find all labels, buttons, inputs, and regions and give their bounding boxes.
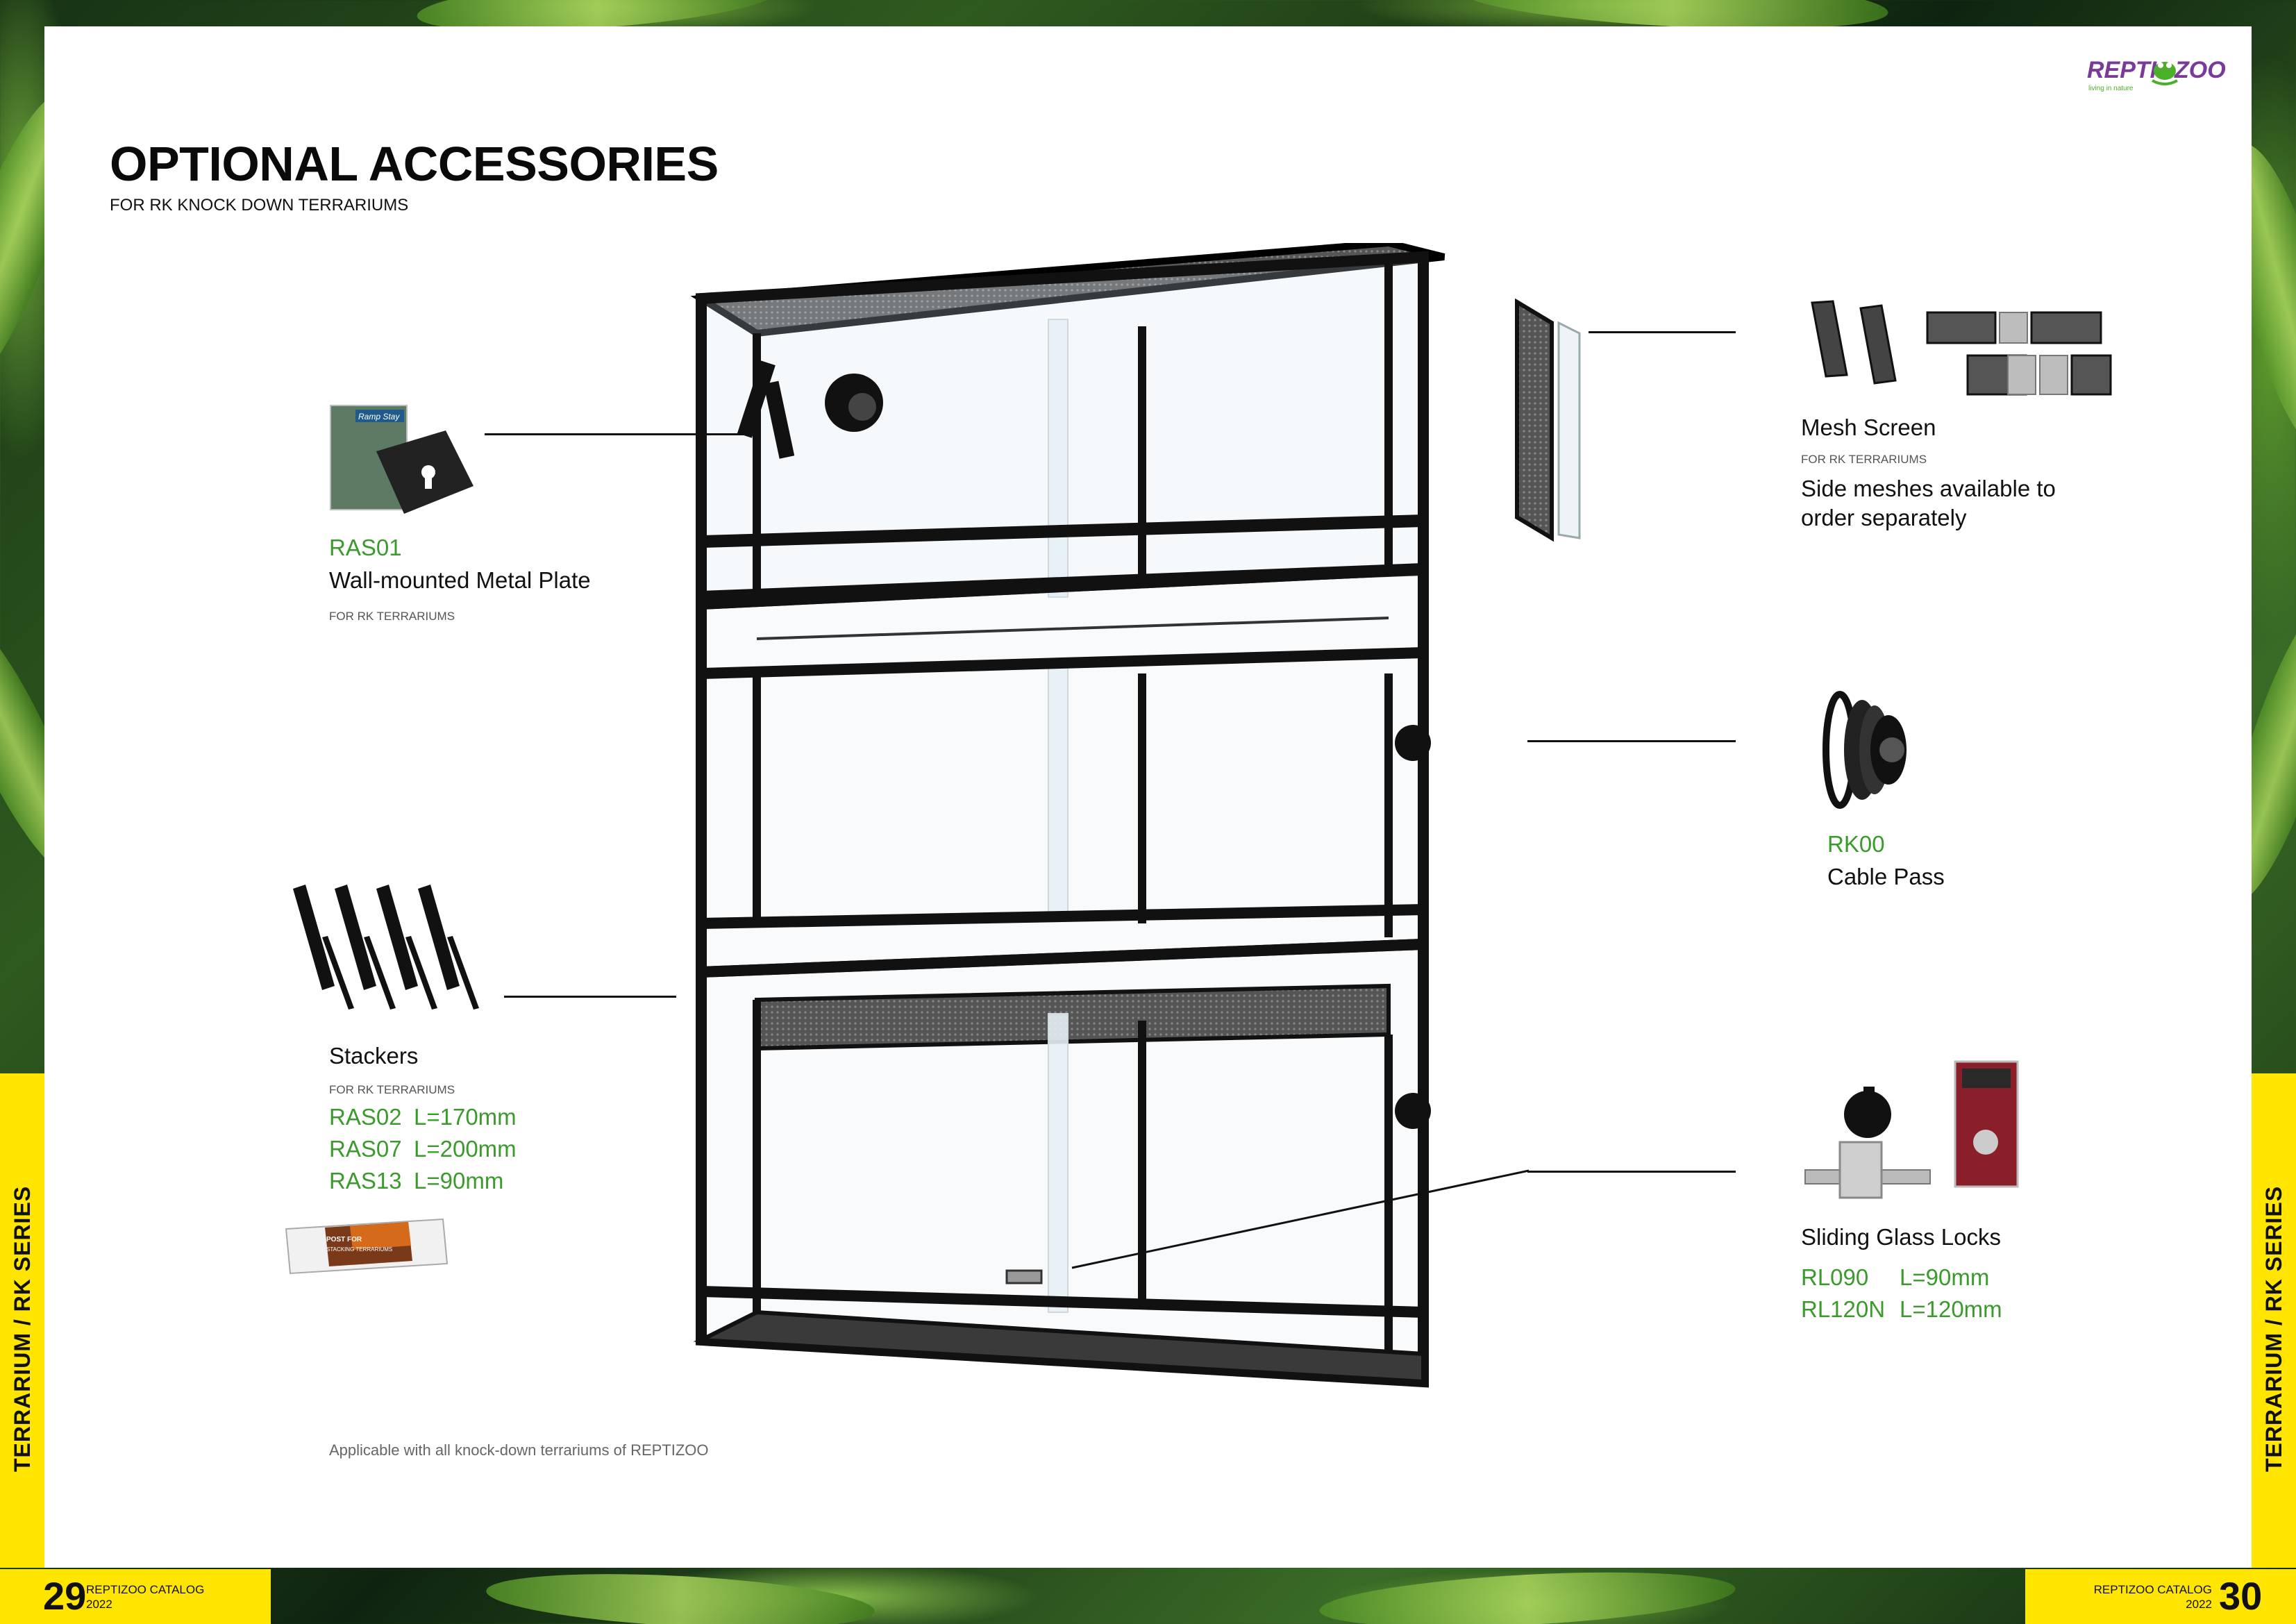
stackers-row-3-code: RAS13 bbox=[329, 1168, 402, 1194]
reptizoo-logo: REPTI ZOO living in nature bbox=[2083, 49, 2229, 97]
cable-pass-product-image bbox=[1822, 691, 1907, 809]
stackers-row-1-code: RAS02 bbox=[329, 1104, 402, 1130]
leader-line-mesh bbox=[1589, 331, 1736, 333]
locks-row-1-code: RL090 bbox=[1801, 1264, 1869, 1290]
svg-text:ZOO: ZOO bbox=[2174, 57, 2226, 83]
lamp-clamp-icon bbox=[737, 360, 883, 459]
stackers-row-3-size: L=90mm bbox=[414, 1168, 504, 1194]
footnote: Applicable with all knock-down terrarium… bbox=[329, 1441, 709, 1459]
side-band-left bbox=[0, 1073, 44, 1568]
ras01-code: RAS01 bbox=[329, 535, 402, 560]
locks-row-2-size: L=120mm bbox=[1900, 1296, 2002, 1322]
locks-row-2-code: RL120N bbox=[1801, 1296, 1886, 1322]
leaf-decoration bbox=[485, 1566, 876, 1624]
leaf-decoration bbox=[1318, 1564, 1737, 1624]
footer-band-right bbox=[2025, 1569, 2296, 1624]
leader-line-cable bbox=[1527, 740, 1736, 742]
svg-text:POST FOR: POST FOR bbox=[326, 1236, 362, 1244]
locks-row-1-size: L=90mm bbox=[1900, 1264, 1990, 1290]
leader-line-ras01 bbox=[485, 433, 757, 435]
stackers-box-image: POST FOR STACKING TERRARIUMS bbox=[285, 1218, 449, 1275]
sliding-glass-locks-product-image bbox=[1804, 1060, 2019, 1199]
ras01-note: FOR RK TERRARIUMS bbox=[329, 610, 455, 623]
locks-name: Sliding Glass Locks bbox=[1801, 1224, 2001, 1250]
leader-line-locks-diagonal bbox=[1071, 1169, 1530, 1269]
mesh-screen-name: Mesh Screen bbox=[1801, 415, 1936, 440]
ras01-product-image: Ramp Stay bbox=[330, 405, 474, 514]
terrarium-top-unit bbox=[690, 243, 1446, 610]
page-number-left: 29 bbox=[43, 1574, 87, 1618]
page-number-right: 30 bbox=[2219, 1574, 2263, 1618]
stackers-note: FOR RK TERRARIUMS bbox=[329, 1083, 455, 1096]
page-subtitle: FOR RK KNOCK DOWN TERRARIUMS bbox=[110, 196, 409, 215]
cable-pass-code: RK00 bbox=[1827, 831, 1885, 857]
side-band-right bbox=[2252, 1073, 2296, 1568]
stackers-row-2-code: RAS07 bbox=[329, 1136, 402, 1162]
svg-text:living in nature: living in nature bbox=[2088, 85, 2134, 92]
stackers-row-2-size: L=200mm bbox=[414, 1136, 517, 1162]
ras01-name: Wall-mounted Metal Plate bbox=[329, 567, 591, 593]
frog-logo-icon bbox=[2152, 62, 2178, 85]
svg-text:STACKING TERRARIUMS: STACKING TERRARIUMS bbox=[326, 1246, 392, 1253]
cable-pass-name: Cable Pass bbox=[1827, 864, 1945, 889]
terrarium-illustration bbox=[690, 243, 1446, 1388]
terrarium-bottom-unit bbox=[693, 938, 1431, 1388]
mesh-screen-note: FOR RK TERRARIUMS bbox=[1801, 453, 1927, 466]
leader-line-locks bbox=[1527, 1171, 1736, 1173]
stackers-row-1-size: L=170mm bbox=[414, 1104, 517, 1130]
svg-text:REPTI: REPTI bbox=[2087, 57, 2158, 83]
terrarium-middle-unit bbox=[696, 563, 1431, 978]
svg-text:Ramp Stay: Ramp Stay bbox=[358, 412, 400, 421]
mesh-screen-product-image bbox=[1811, 300, 2112, 396]
leader-line-stackers bbox=[504, 996, 676, 998]
footer-band-left bbox=[0, 1569, 271, 1624]
mesh-screen-desc: Side meshes available to order separatel… bbox=[1801, 476, 2056, 530]
side-label-right: TERRARIUM / RK SERIES bbox=[2261, 1185, 2286, 1472]
page-title: OPTIONAL ACCESSORIES bbox=[110, 137, 719, 191]
stackers-product-image bbox=[293, 885, 479, 1010]
stackers-name: Stackers bbox=[329, 1043, 419, 1069]
side-mesh-panel-illustration bbox=[1515, 298, 1581, 542]
side-label-left: TERRARIUM / RK SERIES bbox=[10, 1185, 35, 1472]
